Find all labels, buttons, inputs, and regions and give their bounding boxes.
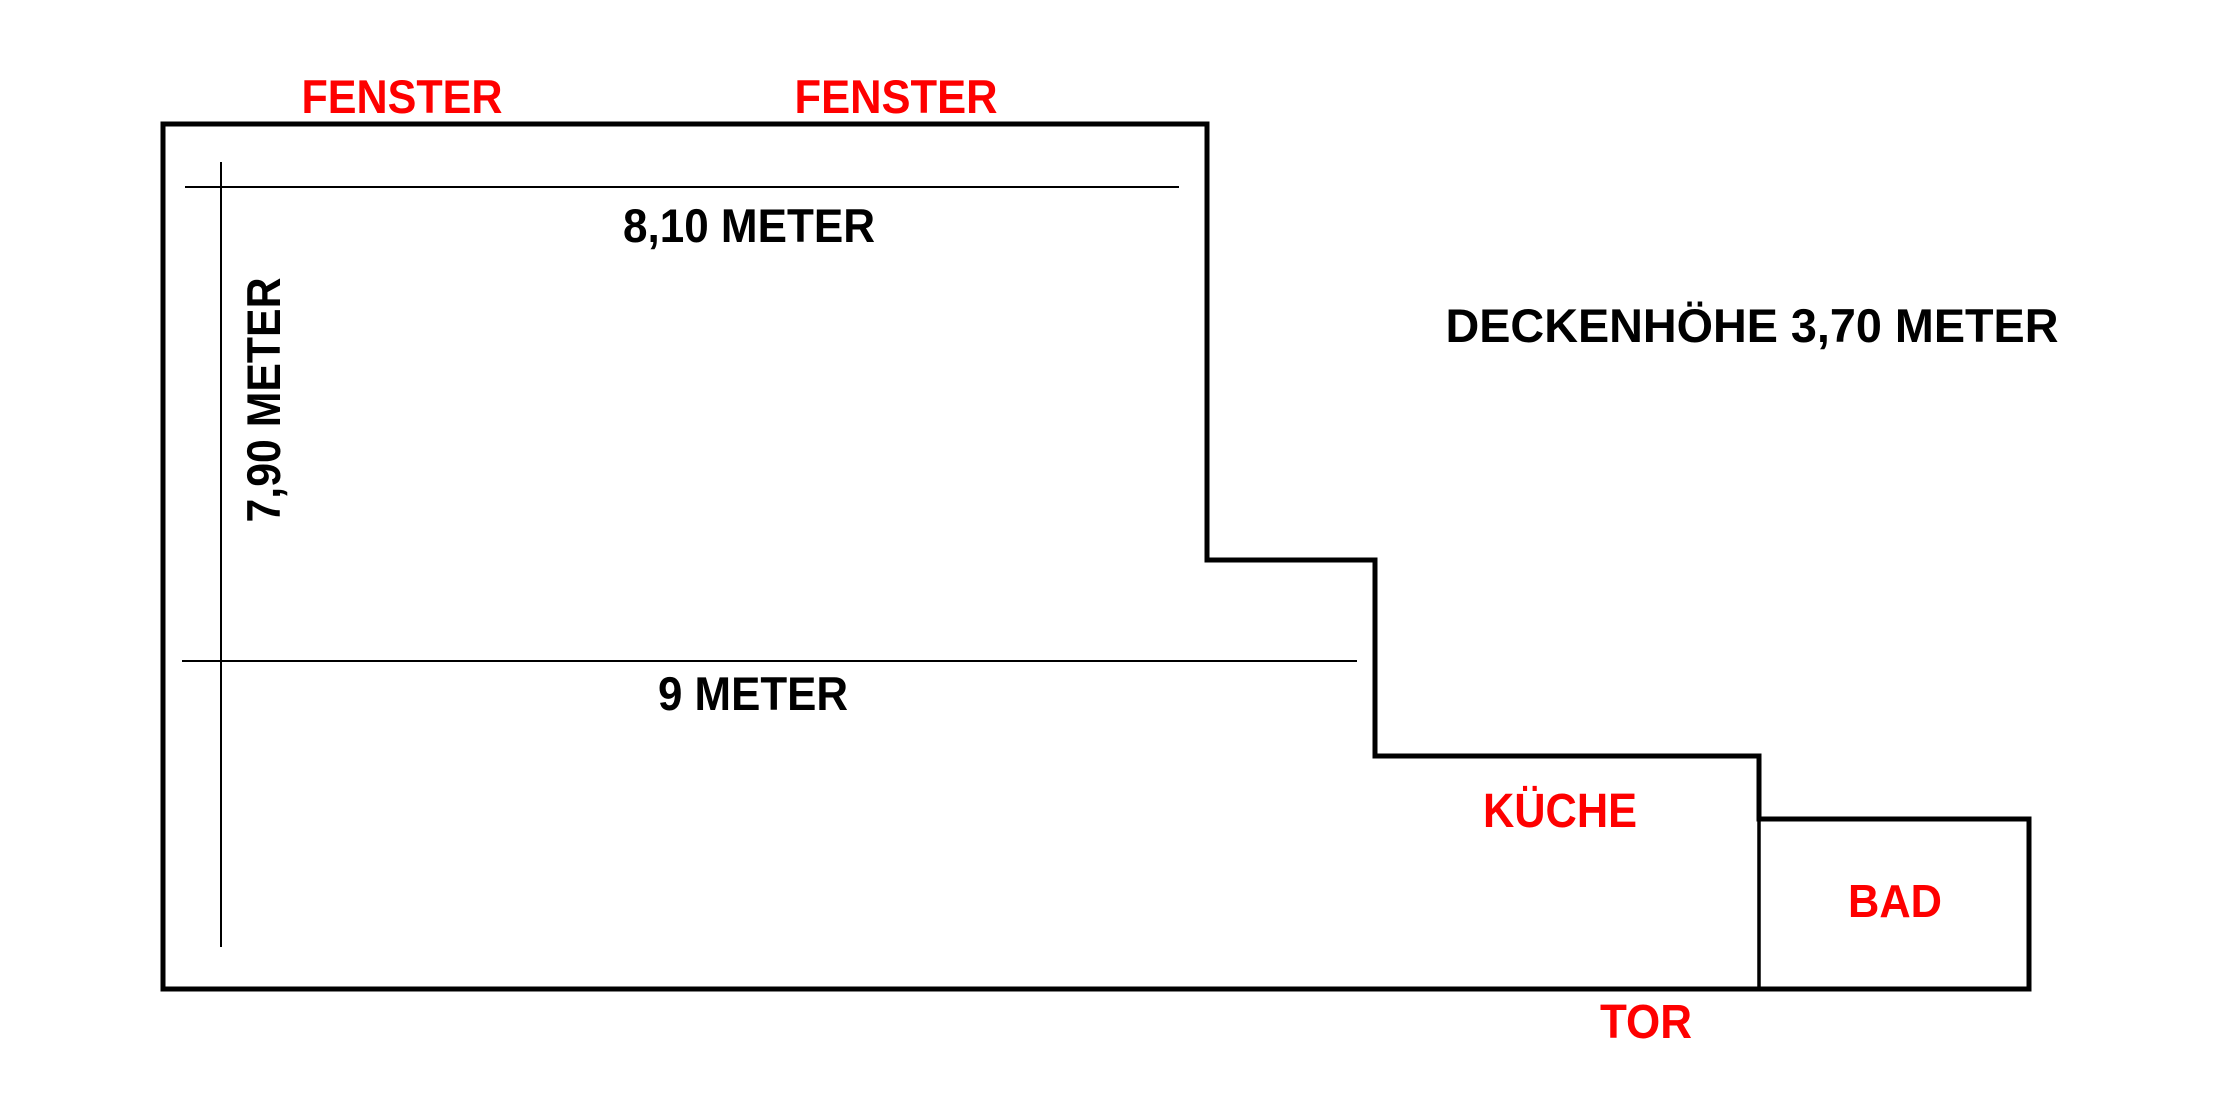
window-label-2: FENSTER [795, 70, 998, 123]
gate-label: TOR [1600, 996, 1692, 1049]
dimension-label-top-width: 8,10 METER [623, 199, 875, 252]
bath-label: BAD [1848, 875, 1942, 927]
dimension-label-left-height: 7,90 METER [237, 278, 290, 523]
kitchen-label: KÜCHE [1483, 785, 1637, 838]
ceiling-height-label: DECKENHÖHE 3,70 METER [1446, 299, 2059, 352]
dimension-label-middle-width: 9 METER [658, 667, 848, 720]
wall-outline [160, 121, 2032, 992]
window-label-1: FENSTER [302, 70, 503, 123]
